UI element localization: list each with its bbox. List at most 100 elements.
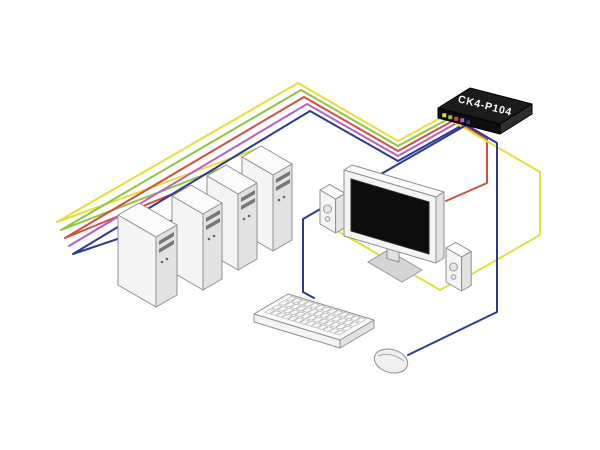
keyboard-key	[341, 325, 353, 332]
keyboard-key	[270, 304, 283, 310]
kvm-switch: CK4-P104	[437, 87, 533, 135]
keyboard-key	[285, 296, 297, 302]
tower-side-face	[272, 163, 293, 252]
computer-1	[117, 202, 178, 308]
keyboard-key	[328, 328, 340, 334]
drive-bay-slot	[159, 240, 174, 253]
monitor	[343, 164, 445, 283]
keyboard-key	[291, 297, 303, 304]
drive-bay-slot	[241, 198, 255, 210]
keyboard-key	[281, 314, 294, 320]
kvm-side-face	[499, 103, 533, 135]
port-green	[447, 114, 453, 120]
keyboard-key	[310, 322, 323, 329]
keyboard	[253, 293, 375, 349]
keyboard-key	[298, 319, 311, 325]
keyboard-key	[348, 321, 360, 327]
reset-button	[212, 234, 216, 238]
drive-bay-slot	[206, 210, 220, 222]
keyboard-key	[337, 312, 350, 318]
speaker-tweeter	[450, 274, 457, 280]
drive-bay-slot	[159, 232, 174, 245]
cable-red	[64, 96, 457, 239]
monitor-screen	[350, 178, 430, 255]
keyboard-key	[289, 303, 302, 310]
keyboard-key	[294, 311, 307, 317]
mouse-button-divider	[377, 353, 405, 362]
monitor-stand-base	[367, 249, 423, 283]
power-button	[277, 198, 281, 202]
keyboard-key	[334, 329, 346, 336]
keyboard-key	[308, 303, 321, 309]
keyboard-key	[283, 302, 296, 308]
tower-side-face	[155, 224, 178, 308]
monitor-side-edge	[435, 191, 445, 264]
keyboard-key	[319, 312, 331, 319]
drive-bay-slot	[276, 179, 290, 191]
keyboard-key	[343, 313, 356, 320]
keyboard-key	[335, 323, 347, 330]
tower-side-face	[237, 182, 258, 271]
port-navy	[465, 119, 471, 125]
reset-button	[165, 257, 169, 261]
speaker-tweeter	[324, 216, 331, 222]
speaker-side-face	[461, 250, 472, 292]
kvm-ports	[441, 112, 471, 125]
power-button	[207, 237, 211, 241]
keyboard-key	[314, 304, 327, 311]
keyboard-key	[306, 315, 318, 321]
drive-bay-slot	[241, 190, 255, 202]
port-yellow	[441, 112, 447, 118]
drive-bay-slot	[276, 171, 290, 183]
keyboard-key	[263, 308, 276, 315]
keyboard-key	[329, 322, 342, 328]
computer-2	[171, 184, 223, 291]
cable-keyboard	[302, 123, 469, 299]
tower-side-face	[202, 202, 223, 291]
mouse-body	[373, 348, 409, 374]
keyboard-key	[302, 301, 315, 307]
keyboard-key	[287, 315, 299, 322]
keyboard-key	[282, 308, 295, 314]
keyboard-key	[313, 310, 325, 317]
cable-monitor-video	[445, 121, 488, 202]
keyboard-key	[330, 316, 343, 322]
speaker-cone	[323, 204, 332, 214]
keyboard-key	[278, 300, 290, 306]
keyboard-key	[322, 326, 335, 332]
power-button	[160, 260, 164, 264]
keyboard-key	[296, 299, 309, 305]
keyboard-key	[293, 317, 305, 323]
keyboard-key	[317, 318, 330, 324]
keyboard-key	[301, 307, 314, 313]
keyboard-key	[326, 308, 338, 314]
keyboard-key	[342, 319, 355, 326]
keyboard-key	[295, 305, 308, 311]
keyboard-key	[331, 310, 344, 316]
keyboard-key	[288, 309, 301, 316]
right-speaker	[445, 241, 472, 292]
keyboard-key	[304, 321, 317, 327]
port-magenta	[459, 117, 465, 123]
keyboard-key	[307, 309, 319, 315]
keyboard-key	[355, 317, 368, 323]
left-speaker	[319, 183, 346, 234]
keyboard-key	[316, 324, 329, 330]
speaker-cone	[449, 262, 458, 272]
keyboard-key	[349, 315, 362, 321]
keyboard-key	[275, 312, 288, 318]
power-button	[242, 217, 246, 221]
keyboard-key	[323, 320, 336, 326]
reset-button	[247, 214, 251, 218]
mouse	[373, 348, 409, 374]
reset-button	[282, 195, 286, 199]
cable-magenta	[68, 103, 463, 247]
cable-yellow	[56, 82, 445, 223]
keyboard-key	[336, 318, 349, 324]
drive-bay-slot	[206, 218, 220, 230]
cable-speaker-audio	[446, 117, 541, 275]
keyboard-key	[300, 313, 312, 319]
cable-mouse	[407, 125, 498, 356]
